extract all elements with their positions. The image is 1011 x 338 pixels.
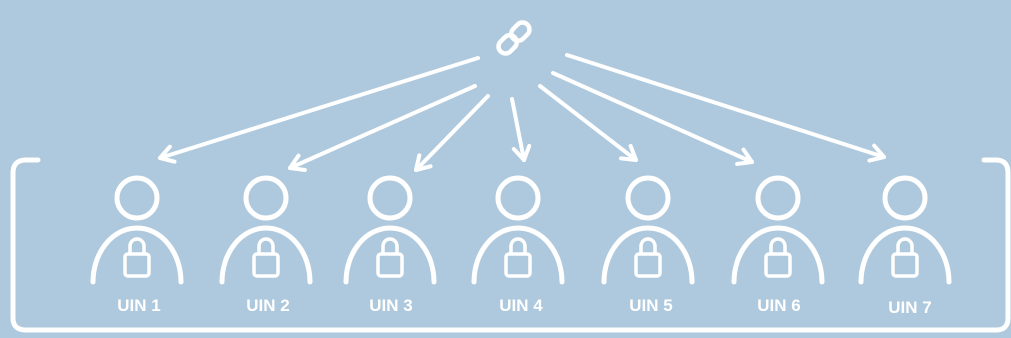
arrow-line [565, 53, 886, 159]
user-label-2: UIN 2 [246, 296, 289, 315]
arrow-line [551, 71, 754, 164]
padlock-shackle [896, 237, 914, 254]
user-head [367, 175, 413, 221]
padlock-shackle [769, 237, 787, 254]
arrow-line [414, 94, 490, 172]
user-label-4: UIN 4 [499, 296, 543, 315]
arrowhead [288, 153, 307, 172]
arrow-line [288, 84, 477, 170]
arrow-line [510, 97, 526, 162]
arrow-to-user-4 [510, 97, 532, 162]
user-label-7: UIN 7 [888, 298, 931, 317]
padlock-icon [123, 252, 151, 278]
user-head [882, 175, 928, 221]
padlock-icon [504, 252, 532, 278]
padlock-shackle [639, 237, 657, 254]
user-body [601, 225, 695, 285]
user-head [755, 175, 801, 221]
locked-user-icon [601, 175, 695, 285]
user-head [243, 175, 289, 221]
padlock-icon [764, 252, 792, 278]
padlock-icon [376, 252, 404, 278]
arrowhead [511, 143, 532, 162]
arrowhead [735, 147, 754, 166]
locked-user-icon [343, 175, 437, 285]
arrow-to-user-1 [158, 56, 480, 164]
arrow-to-user-5 [538, 84, 638, 162]
padlock-icon [634, 252, 662, 278]
arrow-to-user-6 [551, 71, 754, 166]
user-head [114, 175, 160, 221]
arrow-line [538, 84, 638, 162]
user-body [90, 225, 184, 285]
user-body [471, 225, 565, 285]
user-head [495, 175, 541, 221]
padlock-icon [891, 252, 919, 278]
user-body [731, 225, 825, 285]
arrowhead [867, 143, 886, 163]
group-bracket [10, 157, 1011, 333]
padlock-shackle [257, 237, 275, 254]
user-group [90, 175, 952, 285]
locked-user-icon [731, 175, 825, 285]
user-body [219, 225, 313, 285]
user-label-3: UIN 3 [369, 296, 412, 315]
user-labels: UIN 1 UIN 2 UIN 3 UIN 4 UIN 5 UIN 6 UIN … [117, 296, 931, 317]
user-head [625, 175, 671, 221]
padlock-shackle [381, 237, 399, 254]
arrow-line [158, 56, 480, 160]
arrowhead [619, 143, 638, 162]
arrow-to-user-7 [565, 53, 886, 163]
padlock-icon [252, 252, 280, 278]
user-body [858, 225, 952, 285]
arrow-to-user-3 [414, 94, 490, 172]
arrowhead [414, 153, 433, 172]
arrowhead [158, 144, 177, 164]
user-body [343, 225, 437, 285]
locked-user-icon [219, 175, 313, 285]
locked-user-icon [858, 175, 952, 285]
locked-user-icon [471, 175, 565, 285]
user-label-5: UIN 5 [629, 296, 672, 315]
arrow-to-user-2 [288, 84, 477, 172]
link-chain-icon [496, 20, 532, 56]
padlock-shackle [128, 237, 146, 254]
user-label-6: UIN 6 [757, 296, 800, 315]
connection-arrows [158, 53, 886, 172]
user-label-1: UIN 1 [117, 296, 160, 315]
locked-user-icon [90, 175, 184, 285]
padlock-shackle [509, 237, 527, 254]
